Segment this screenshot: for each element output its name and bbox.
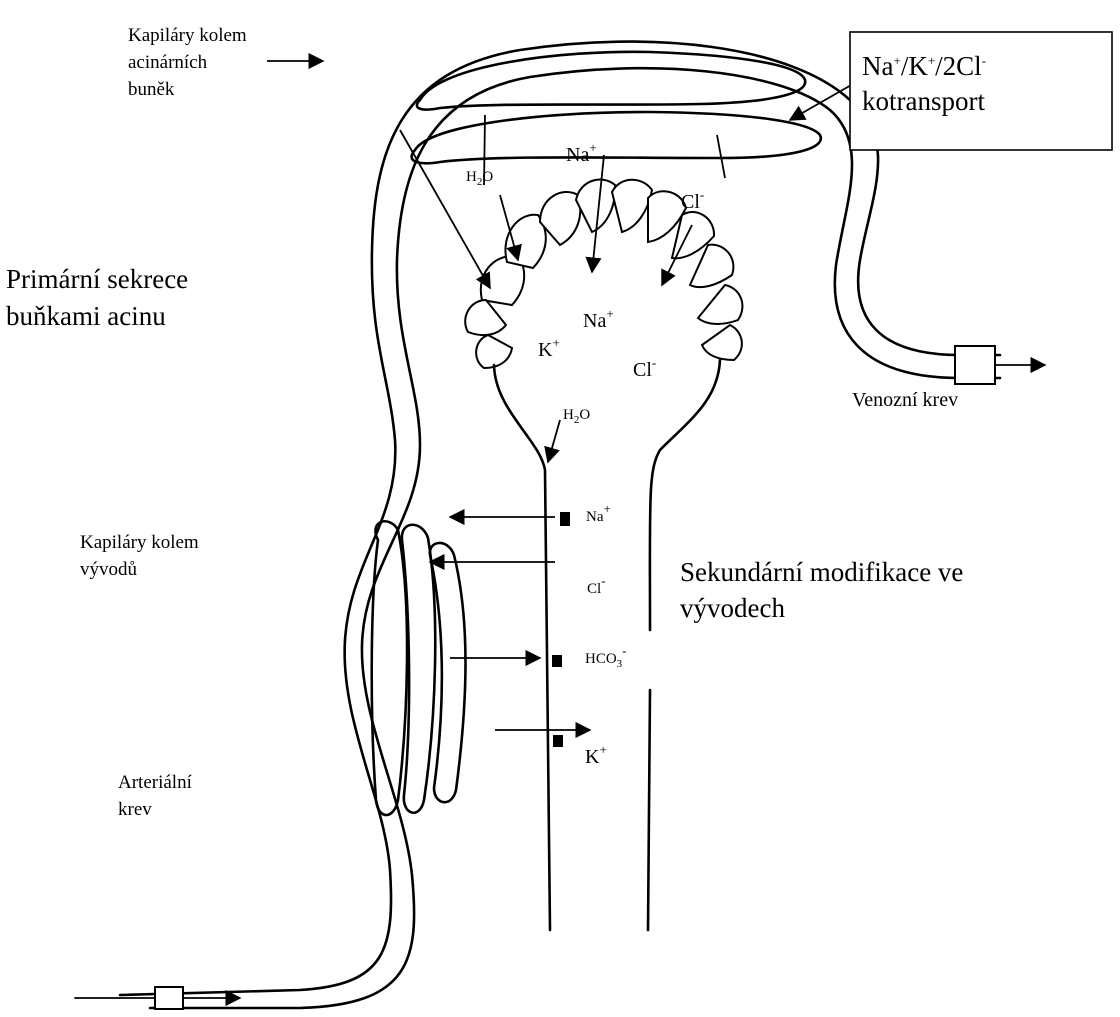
cotransport-line2: kotransport — [862, 86, 985, 116]
ion-cl-acinus: Cl- — [633, 355, 656, 381]
duct — [494, 360, 720, 930]
ion-cl-top: Cl- — [681, 187, 704, 213]
cap-duct-line1: Kapiláry kolem — [80, 532, 199, 553]
primary-line2: buňkami acinu — [6, 301, 166, 331]
ion-k-acinus: K+ — [538, 335, 560, 361]
cap-acinar-line3: buněk — [128, 79, 175, 100]
ion-hco3-duct: HCO3- — [585, 643, 627, 670]
ion-labels: H2O Na+ Cl- Na+ K+ Cl- H2O Na+ Cl- HCO3-… — [466, 140, 704, 768]
label-secondary-modification: Sekundární modifikace ve vývodech — [680, 557, 963, 623]
ion-na-top: Na+ — [566, 140, 597, 166]
label-venous-blood: Venozní krev — [852, 389, 958, 411]
secondary-line1: Sekundární modifikace ve — [680, 557, 963, 587]
cotransport-line1: Na+/K+/2Cl- — [862, 51, 986, 81]
arterial-line1: Arteriální — [118, 772, 193, 793]
ion-h2o-top: H2O — [466, 169, 493, 188]
label-primary-secretion: Primární sekrece buňkami acinu — [6, 264, 188, 331]
ion-na-duct: Na+ — [586, 501, 611, 525]
transport-arrows — [267, 61, 860, 730]
label-arterial-blood: Arteriální krev — [118, 772, 193, 820]
ion-cl-duct: Cl- — [587, 573, 606, 597]
arterial-line2: krev — [118, 799, 152, 820]
acinus — [465, 180, 742, 368]
cap-acinar-line2: acinárních — [128, 52, 208, 73]
ion-k-duct: K+ — [585, 742, 607, 768]
label-capillaries-duct: Kapiláry kolem vývodů — [80, 532, 199, 580]
label-capillaries-acinar: Kapiláry kolem acinárních buněk — [128, 25, 247, 100]
secondary-line2: vývodech — [680, 593, 785, 623]
ion-h2o-duct: H2O — [563, 407, 590, 426]
cap-acinar-line1: Kapiláry kolem — [128, 25, 247, 46]
primary-line1: Primární sekrece — [6, 264, 188, 294]
ion-na-acinus: Na+ — [583, 306, 614, 332]
cap-duct-line2: vývodů — [80, 559, 138, 580]
